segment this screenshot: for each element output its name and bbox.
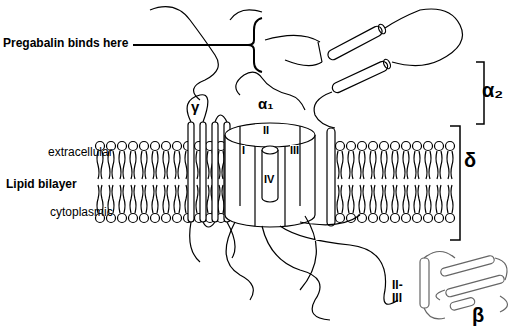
lipid-molecule <box>369 214 378 223</box>
lipid-molecule <box>140 142 149 151</box>
lipid-molecule <box>413 142 422 151</box>
lipid-molecule <box>151 214 160 223</box>
domain-label: I <box>242 145 245 157</box>
lipid-molecule <box>369 142 378 151</box>
lipid-molecule <box>381 151 387 179</box>
lipid-molecule <box>391 214 400 223</box>
alpha1-pore <box>225 123 315 227</box>
lipid-molecule <box>336 142 345 151</box>
lipid-molecule <box>336 214 345 223</box>
alpha2-helix <box>326 23 392 94</box>
lipid-molecule <box>403 151 409 179</box>
lipid-molecule <box>425 185 431 213</box>
lipid-molecule <box>163 151 169 179</box>
lipid-molecule <box>173 142 182 151</box>
lipid-molecule <box>392 151 398 179</box>
lipid-molecule <box>130 185 136 213</box>
lipid-molecule <box>403 185 409 213</box>
lipid-molecule <box>359 185 365 213</box>
lipid-molecule <box>130 151 136 179</box>
lipid-molecule <box>119 151 125 179</box>
lipid-molecule <box>446 142 455 151</box>
lipid-molecule <box>436 151 442 179</box>
alpha2-chain <box>150 7 305 110</box>
callout-label: Pregabalin binds here <box>3 37 128 50</box>
leader-line <box>133 44 248 46</box>
lipid-molecule <box>173 214 182 223</box>
lipid-molecule <box>118 214 127 223</box>
lipid-molecule <box>380 142 389 151</box>
lipid-molecule <box>119 185 125 213</box>
lipid-molecule <box>414 185 420 213</box>
subunit-name: α₂ <box>482 80 503 101</box>
subunit-name: δ <box>464 150 476 171</box>
lipid-molecule <box>347 142 356 151</box>
lipid-molecule <box>370 185 376 213</box>
lipid-molecule <box>218 151 224 179</box>
lipid-molecule <box>140 214 149 223</box>
loop-label: II- III <box>392 279 414 304</box>
lipid-molecule <box>152 151 158 179</box>
lipid-molecule <box>391 142 400 151</box>
lipid-molecule <box>392 185 398 213</box>
region-label: extracellular <box>48 146 113 159</box>
delta-rod <box>327 128 335 226</box>
lipid-molecule <box>163 185 169 213</box>
domain-label: IV <box>264 174 274 186</box>
lipid-molecule <box>359 151 365 179</box>
cytoplasmic-loop <box>226 215 398 320</box>
lipid-molecule <box>380 214 389 223</box>
lipid-molecule <box>358 214 367 223</box>
lipid-molecule <box>218 185 224 213</box>
lipid-molecule <box>118 142 127 151</box>
bracket <box>450 126 460 240</box>
lipid-molecule <box>370 151 376 179</box>
subunit-name: β <box>472 305 484 326</box>
subunit-name: α₁ <box>258 96 273 112</box>
lipid-molecule <box>435 214 444 223</box>
lipid-molecule <box>414 151 420 179</box>
lipid-molecule <box>436 185 442 213</box>
lipid-molecule <box>446 214 455 223</box>
lipid-molecule <box>141 151 147 179</box>
lipid-molecule <box>129 142 138 151</box>
lipid-molecule <box>337 185 343 213</box>
lipid-molecule <box>337 151 343 179</box>
lipid-molecule <box>435 142 444 151</box>
lipid-molecule <box>402 214 411 223</box>
beta-subunit <box>420 252 508 319</box>
lipid-molecule <box>141 185 147 213</box>
lipid-molecule <box>447 151 453 179</box>
lipid-molecule <box>162 214 171 223</box>
domain-label: III <box>290 145 299 157</box>
lipid-molecule <box>348 185 354 213</box>
lipid-molecule <box>424 214 433 223</box>
lipid-molecule <box>447 185 453 213</box>
lipid-molecule <box>129 214 138 223</box>
lipid-molecule <box>162 142 171 151</box>
lipid-molecule <box>402 142 411 151</box>
subunit-name: γ <box>191 99 199 115</box>
lipid-molecule <box>424 142 433 151</box>
lipid-molecule <box>174 151 180 179</box>
lipid-molecule <box>358 142 367 151</box>
brace <box>248 18 262 72</box>
lipid-molecule <box>381 185 387 213</box>
lipid-molecule <box>174 185 180 213</box>
region-label: Lipid bilayer <box>6 178 77 191</box>
region-label: cytoplasmic <box>50 206 113 219</box>
alpha2-chain <box>314 9 462 128</box>
lipid-molecule <box>425 151 431 179</box>
alpha2-chain <box>265 35 322 65</box>
domain-label: II <box>263 125 269 137</box>
lipid-molecule <box>348 151 354 179</box>
lipid-molecule <box>413 214 422 223</box>
lipid-molecule <box>151 142 160 151</box>
lipid-molecule <box>152 185 158 213</box>
